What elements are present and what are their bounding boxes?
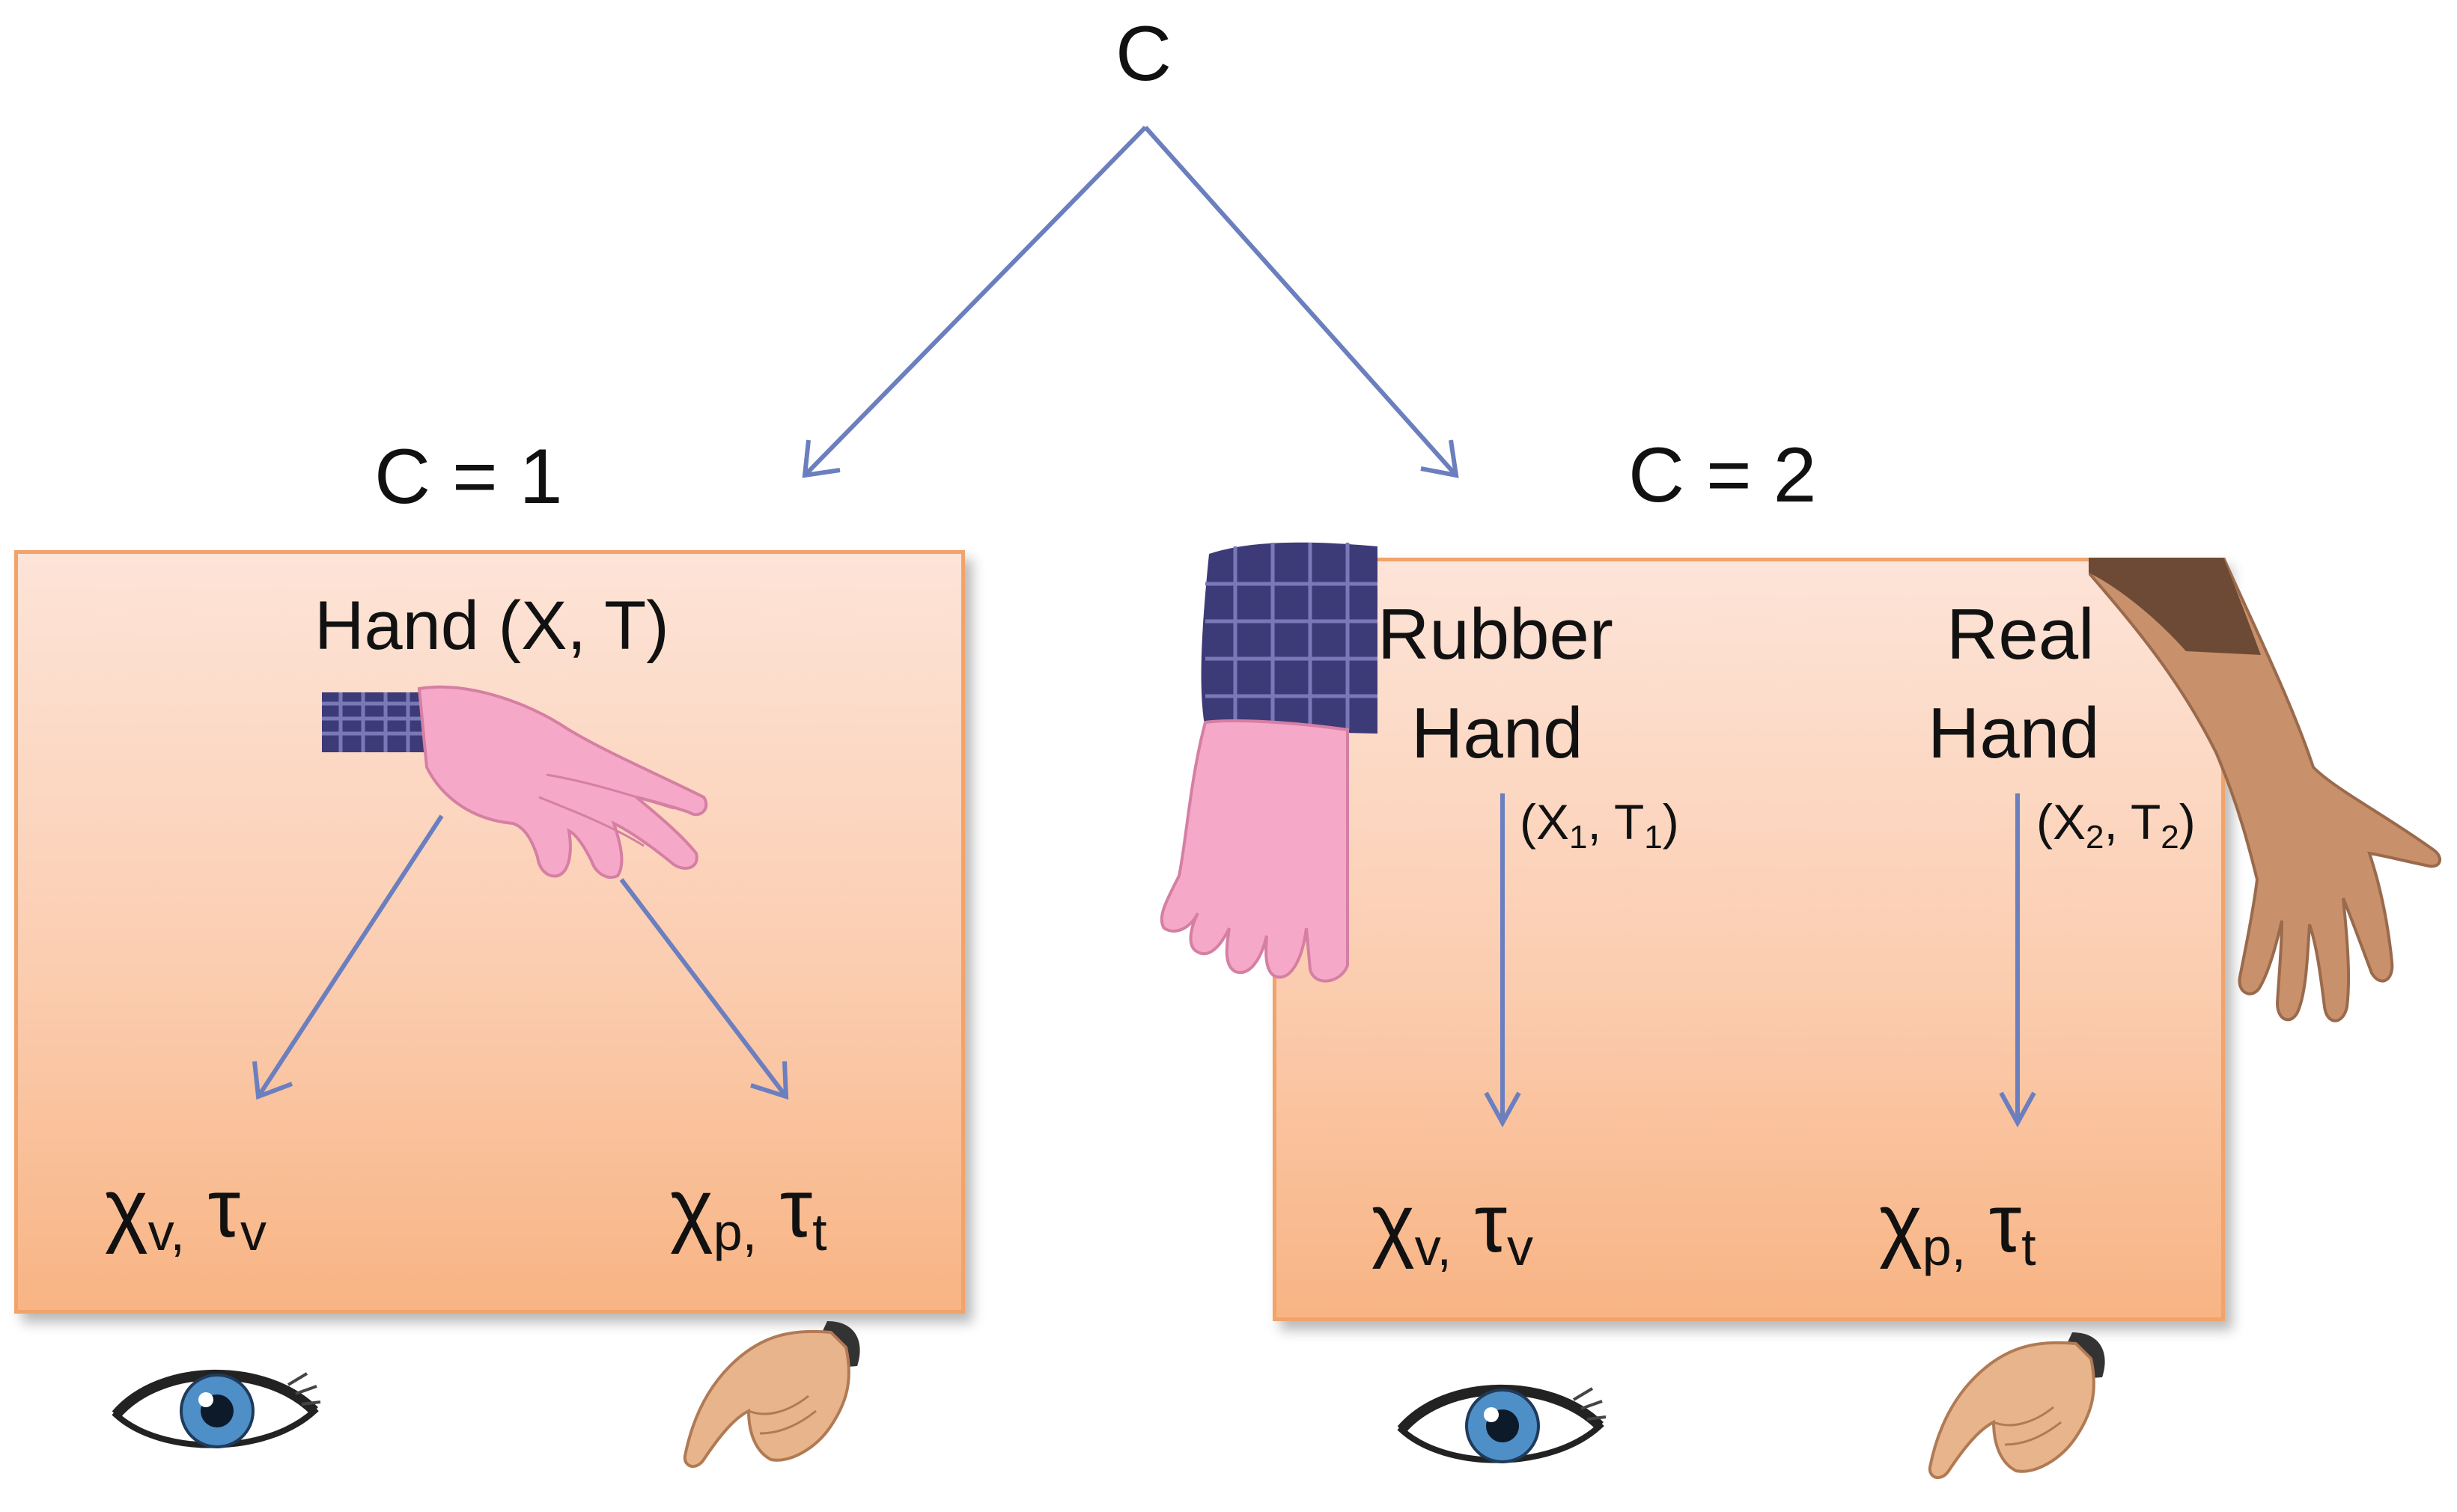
- rubber-hand-image: [1160, 542, 1377, 983]
- arrow-c-to-c1: [803, 125, 1148, 478]
- real-hand-params: (X2, T2): [2036, 794, 2196, 856]
- model-box-c1: [14, 550, 965, 1314]
- pointing-hand-icon: [1928, 1332, 2105, 1479]
- arrowhead-c2: [1420, 439, 1459, 478]
- arrowhead-visual-c2: [1484, 1091, 1521, 1128]
- arrowhead-c1: [802, 439, 841, 478]
- real-hand-label-line2: Hand: [1928, 693, 2100, 773]
- rubber-hand-label-line1: Rubber: [1377, 594, 1613, 674]
- real-hand-image: [2089, 558, 2441, 1022]
- rubber-hand-label-line2: Hand: [1411, 693, 1583, 773]
- visual-observation-c2: χv, τv: [1371, 1177, 1534, 1276]
- eye-icon: [1397, 1384, 1607, 1463]
- visual-observation-c1: χv, τv: [105, 1162, 267, 1261]
- arrowhead-visual-c1: [252, 1061, 293, 1100]
- node-c: C: [1115, 10, 1172, 97]
- arrowhead-proprio-c2: [1999, 1091, 2036, 1128]
- proprioceptive-observation-c2: χp, τt: [1879, 1177, 2036, 1276]
- arrowhead-proprio-c1: [750, 1061, 789, 1100]
- rubber-hand-image: [322, 685, 708, 879]
- node-hand-label: Hand (X, T): [314, 588, 669, 664]
- pointing-hand-icon: [683, 1321, 860, 1468]
- proprioceptive-observation-c1: χp, τt: [670, 1162, 827, 1261]
- eye-icon: [112, 1369, 321, 1448]
- arrow-hand-to-proprio: [619, 878, 788, 1098]
- branch-title-c1: C = 1: [374, 433, 563, 520]
- branch-title-c2: C = 2: [1628, 432, 1817, 519]
- arrow-hand-to-visual: [256, 814, 444, 1098]
- rubber-hand-params: (X1, T1): [1520, 794, 1679, 856]
- real-hand-label-line1: Real: [1946, 594, 2095, 674]
- arrow-c-to-c2: [1143, 126, 1458, 477]
